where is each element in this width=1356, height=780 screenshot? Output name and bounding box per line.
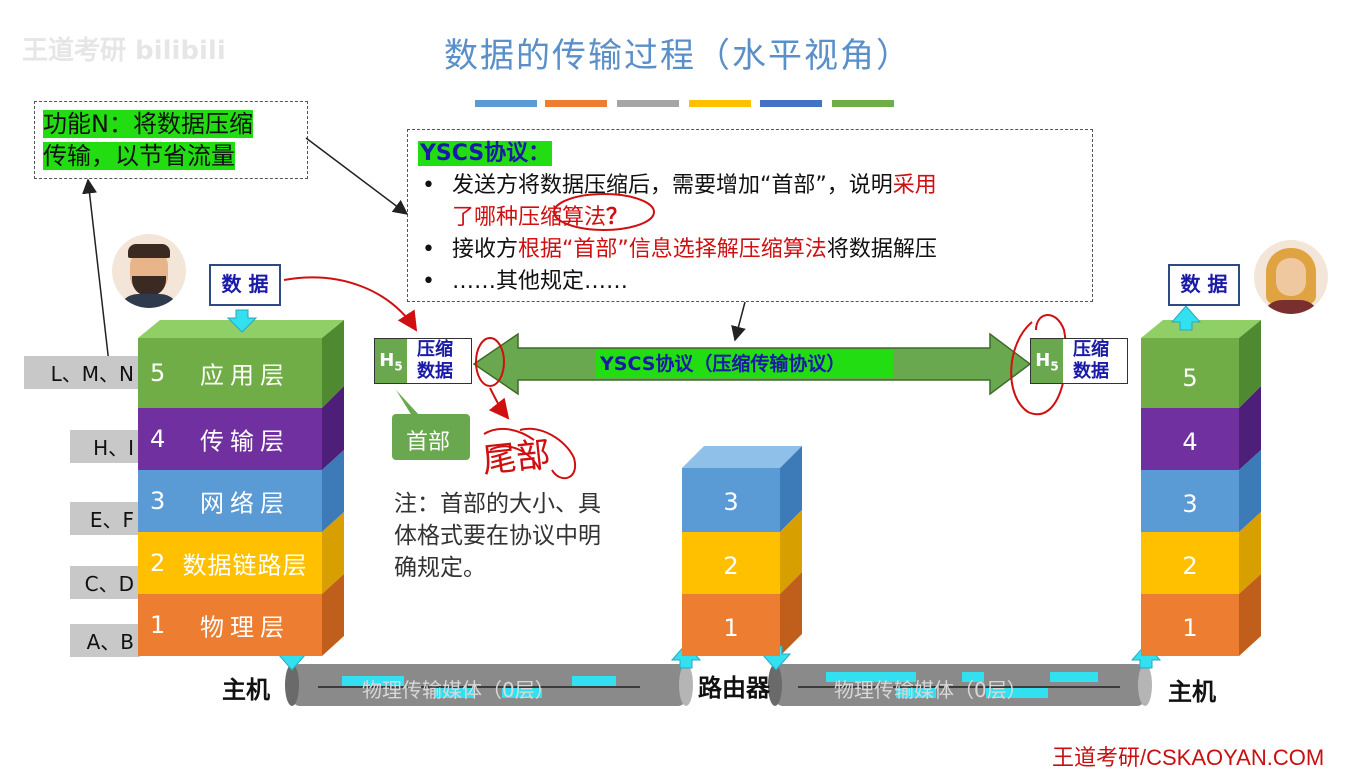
layer-number: 2 (150, 549, 166, 577)
pointer-line (82, 178, 111, 373)
router-stack-3d (682, 446, 802, 656)
pointer-line (731, 301, 746, 342)
left-data-box: 数 据 (209, 264, 281, 306)
layer-number: 3 (150, 487, 166, 515)
layer-function-label: L、M、N (24, 356, 140, 389)
packet-body-line: 压缩 (1073, 339, 1109, 360)
size-note-line: 注：首部的大小、具 (394, 491, 601, 517)
protocol-arrow-label: YSCS协议（压缩传输协议） (600, 353, 846, 375)
router-label: 路由器 (698, 674, 770, 702)
protocol-bullet1-b: 采用 (892, 173, 937, 198)
layer-number: 5 (150, 359, 166, 387)
layer-name: 传输层 (200, 427, 290, 456)
left-layer-4: 4 传输层 (138, 408, 322, 470)
medium-tube-right (768, 664, 1152, 706)
layer-name: 网络层 (200, 489, 290, 518)
left-host-label: 主机 (222, 676, 270, 704)
header-callout-text: 首部 (406, 430, 451, 455)
layer-name: 应用层 (200, 361, 290, 390)
router-layer-3: 3 (682, 468, 780, 532)
layer-number: 1 (723, 614, 739, 642)
color-bar (832, 100, 894, 107)
handwritten-question-mark: ？ (606, 205, 629, 230)
footer-brand: 王道考研/CSKAOYAN.COM (1052, 745, 1325, 770)
packet-body-line: 数据 (417, 361, 453, 382)
layer-number: 1 (150, 611, 166, 639)
right-layer-1: 1 (1141, 594, 1239, 656)
sender-avatar (112, 234, 186, 308)
router-layer-2: 2 (682, 532, 780, 594)
handwritten-note: 尾部 (480, 434, 553, 482)
protocol-heading: YSCS协议： (418, 141, 553, 166)
layer-name: 物理层 (200, 613, 290, 642)
layer-number: 4 (1182, 428, 1198, 456)
right-layer-2: 2 (1141, 532, 1239, 594)
packet-header: H5 (1031, 339, 1063, 383)
right-host-label: 主机 (1168, 678, 1216, 706)
right-host-stack-3d (1141, 320, 1261, 656)
color-bar (475, 100, 537, 107)
function-note-line2: 传输，以节省流量 (43, 142, 235, 170)
bullet: • (422, 237, 435, 262)
protocol-note-box: YSCS协议： • 发送方将数据压缩后，需要增加“首部”，说明采用 了哪种压缩算… (407, 129, 1093, 302)
page-title: 数据的传输过程（水平视角） (444, 36, 912, 76)
protocol-arrow (472, 332, 1032, 396)
receiver-avatar (1254, 240, 1328, 314)
layer-number: 2 (723, 552, 739, 580)
right-data-box: 数 据 (1168, 264, 1240, 306)
packet-body-line: 压缩 (417, 339, 453, 360)
sender-packet: H5 压缩 数据 (374, 338, 472, 384)
layer-function-label: H、I (70, 430, 140, 463)
layer-number: 5 (1182, 364, 1198, 392)
right-layer-4: 4 (1141, 408, 1239, 470)
header-callout-bubble (392, 390, 470, 460)
layer-number: 3 (723, 488, 739, 516)
bullet: • (422, 269, 435, 294)
protocol-bullet3: ……其他规定…… (452, 269, 629, 294)
function-note-line1: 功能N：将数据压缩 (43, 110, 253, 138)
watermark: 王道考研 bilibili (22, 36, 226, 66)
size-note: 注：首部的大小、具 体格式要在协议中明 确规定。 (394, 488, 601, 584)
right-layer-3: 3 (1141, 470, 1239, 532)
color-bar (545, 100, 607, 107)
layer-number: 3 (1182, 490, 1198, 518)
size-note-line: 确规定。 (394, 555, 486, 581)
right-layer-5: 5 (1141, 338, 1239, 408)
left-layer-3: 3 网络层 (138, 470, 322, 532)
left-layer-2: 2 数据链路层 (138, 532, 322, 594)
receiver-packet: H5 压缩 数据 (1030, 338, 1128, 384)
function-note-box: 功能N：将数据压缩 传输，以节省流量 (34, 101, 308, 179)
size-note-line: 体格式要在协议中明 (394, 523, 601, 549)
color-bar (689, 100, 751, 107)
pointer-line (305, 137, 409, 215)
medium-tube-left (285, 664, 693, 706)
left-layer-5: 5 应用层 (138, 338, 322, 408)
left-layer-1: 1 物理层 (138, 594, 322, 656)
protocol-bullet1-c: 了哪种压缩算法 (452, 205, 607, 230)
router-layer-1: 1 (682, 594, 780, 656)
medium-label-left: 物理传输媒体（0层） (362, 678, 555, 702)
protocol-bullet2-b: 根据“首部”信息选择解压缩算法 (518, 237, 827, 262)
layer-function-label: A、B (70, 624, 140, 657)
layer-name: 数据链路层 (182, 551, 308, 580)
packet-header: H5 (375, 339, 407, 383)
layer-function-label: E、F (70, 502, 140, 535)
protocol-bullet2-a: 接收方 (452, 237, 519, 262)
bullet: • (422, 173, 435, 198)
hand-annotations (283, 193, 1068, 480)
protocol-bullet1-a: 发送方将数据压缩后，需要增加“首部”，说明 (452, 173, 893, 198)
layer-number: 4 (150, 425, 166, 453)
protocol-bullet2-c: 将数据解压 (826, 237, 937, 262)
color-bar (760, 100, 822, 107)
medium-label-right: 物理传输媒体（0层） (834, 678, 1027, 702)
layer-function-label: C、D (70, 566, 140, 599)
packet-body-line: 数据 (1073, 361, 1109, 382)
layer-number: 1 (1182, 614, 1198, 642)
layer-number: 2 (1182, 552, 1198, 580)
color-bar (617, 100, 679, 107)
